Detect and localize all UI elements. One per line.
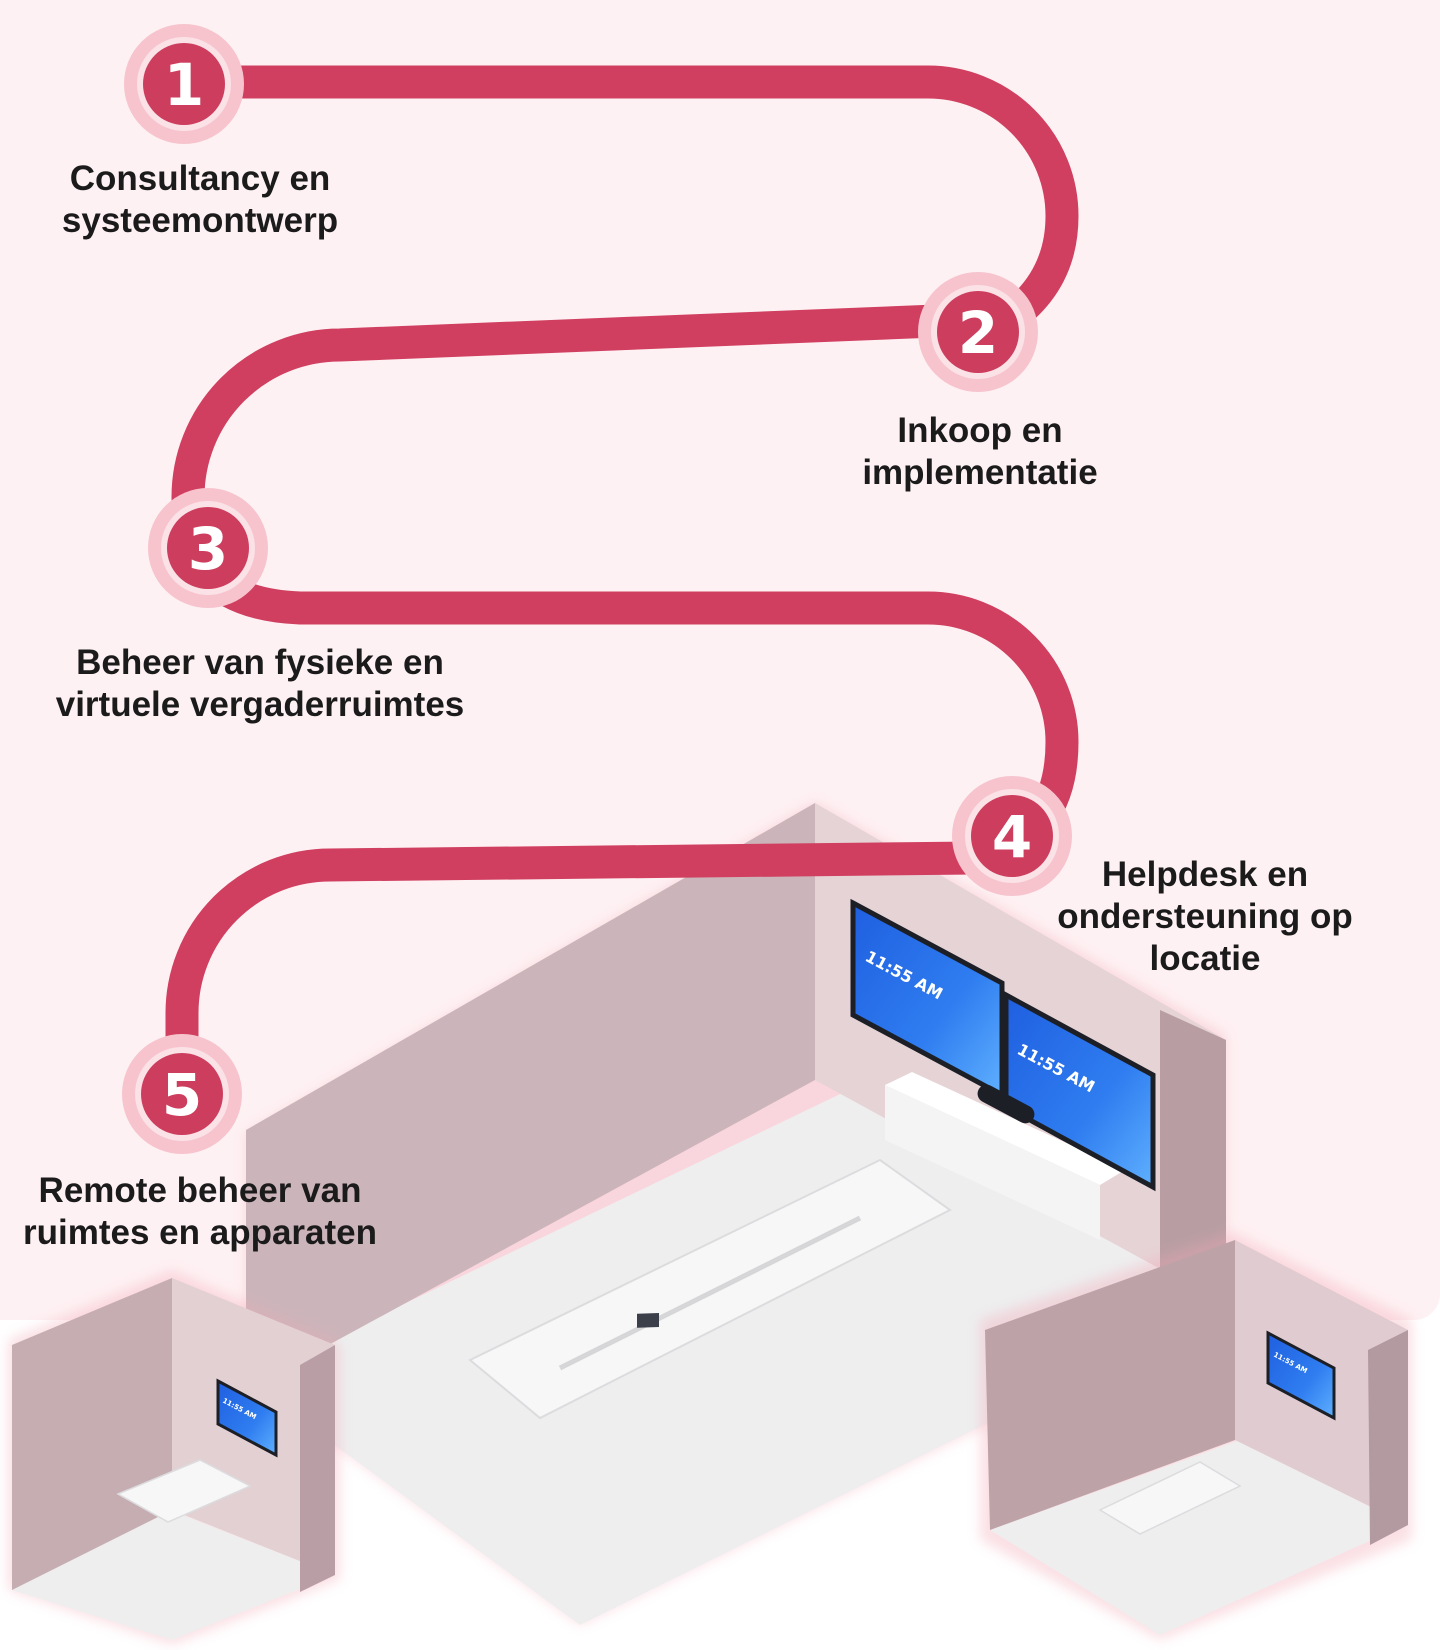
svg-text:1: 1	[164, 51, 204, 119]
step-label-3-line-2: virtuele vergaderruimtes	[55, 685, 465, 724]
small-meeting-room: 11:55 AM	[8, 1270, 340, 1645]
step-label-4-line-3: locatie	[1149, 939, 1261, 978]
step-label-4: Helpdesk en ondersteuning op locatie	[1040, 854, 1370, 980]
step-badge-5: 5	[122, 1034, 242, 1154]
step-label-2-line-2: implementatie	[862, 453, 1098, 492]
room-floor	[246, 1070, 1226, 1625]
step-badge-4: 4	[952, 776, 1072, 896]
screen-right	[1003, 990, 1156, 1192]
step-label-5-line-2: ruimtes en apparaten	[23, 1213, 377, 1252]
step-label-1-line-1: Consultancy en	[69, 159, 331, 198]
svg-text:4: 4	[992, 803, 1032, 871]
step-label-3: Beheer van fysieke en virtuele vergaderr…	[30, 642, 490, 726]
step-badge-2: 2	[918, 272, 1038, 392]
svg-text:3: 3	[188, 515, 228, 583]
svg-text:2: 2	[958, 299, 998, 367]
step-label-5-line-1: Remote beheer van	[38, 1171, 362, 1210]
medium-meeting-room: 11:55 AM	[980, 1232, 1412, 1640]
step-badge-3: 3	[148, 488, 268, 608]
step-label-1-line-2: systeemontwerp	[61, 201, 339, 240]
step-label-4-line-1: Helpdesk en	[1101, 855, 1309, 894]
svg-text:5: 5	[162, 1061, 202, 1129]
step-label-2-line-1: Inkoop en	[897, 411, 1063, 450]
step-label-4-line-2: ondersteuning op	[1057, 897, 1353, 936]
wall-screens: 11:55 AM 11:55 AM	[850, 898, 1156, 1192]
room-back-wall	[246, 803, 815, 1390]
step-label-5: Remote beheer van ruimtes en apparaten	[0, 1170, 400, 1254]
step-badge-1: 1	[124, 24, 244, 144]
step-label-3-line-1: Beheer van fysieke en	[76, 643, 444, 682]
step-label-2: Inkoop en implementatie	[830, 410, 1130, 494]
step-label-1: Consultancy en systeemontwerp	[40, 158, 360, 242]
